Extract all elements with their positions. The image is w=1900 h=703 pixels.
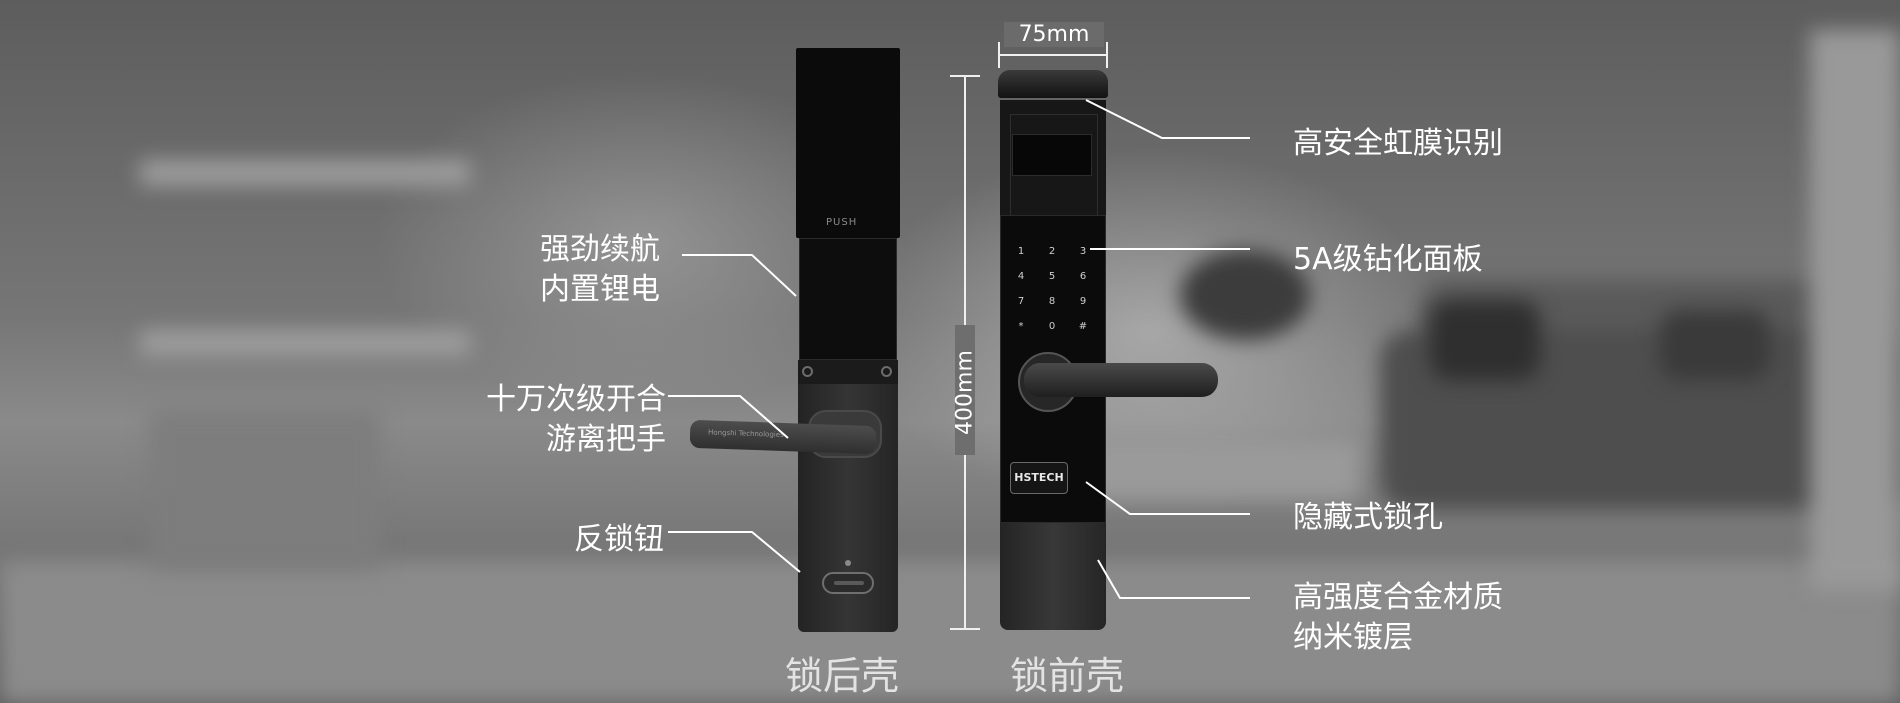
callout-line: 隐藏式锁孔 (1293, 500, 1443, 535)
key-3: 3 (1079, 246, 1087, 257)
pillow (1430, 300, 1540, 380)
callout-iris: 高安全虹膜识别 (1293, 124, 1503, 164)
key-4: 4 (1017, 271, 1025, 282)
caption-back-shell: 锁后壳 (785, 654, 900, 698)
plant (1180, 250, 1310, 340)
iris-window (1012, 134, 1092, 176)
callout-line: 十万次级开合 (486, 382, 666, 417)
front-handle (1024, 363, 1218, 397)
key-star: * (1018, 321, 1024, 332)
deadbolt-knob (822, 572, 874, 594)
key-hash: # (1078, 321, 1088, 332)
callout-line: 反锁钮 (574, 522, 664, 557)
callout-panel: 5A级钻化面板 (1293, 240, 1483, 280)
push-label: PUSH (826, 217, 858, 228)
callout-line: 高安全虹膜识别 (1293, 126, 1503, 161)
cabinet (150, 410, 380, 570)
key-7: 7 (1017, 296, 1025, 307)
leader-handle (668, 395, 789, 439)
coffee-table (1060, 440, 1360, 500)
floor-lamp (1810, 30, 1900, 590)
leader-material (1097, 559, 1250, 599)
iris-sensor-cap (998, 70, 1108, 98)
pillow (1660, 310, 1770, 380)
floor (0, 560, 1900, 703)
wall-shelf (140, 160, 470, 186)
wall-shelf-lower (140, 330, 470, 356)
key-8: 8 (1048, 296, 1056, 307)
key-1: 1 (1017, 246, 1025, 257)
leader-iris (1085, 99, 1250, 139)
battery-compartment (799, 238, 897, 360)
screw-icon (881, 366, 892, 377)
width-dimension-tick (1106, 42, 1108, 68)
callout-knob: 反锁钮 (574, 520, 664, 560)
key-5: 5 (1048, 271, 1056, 282)
back-lock-top-cover: PUSH (796, 48, 900, 238)
brand-logo-keyhole-cover: HSTECH (1010, 462, 1068, 494)
leader-keyhole (1085, 481, 1250, 515)
screw-icon (802, 366, 813, 377)
key-0: 0 (1048, 321, 1056, 332)
callout-battery: 强劲续航 内置锂电 (540, 230, 660, 310)
front-lock-shell: 1 2 3 4 5 6 7 8 9 * 0 # HSTECH (998, 70, 1108, 630)
key-6: 6 (1079, 271, 1087, 282)
key-9: 9 (1079, 296, 1087, 307)
key-2: 2 (1048, 246, 1056, 257)
callout-line: 高强度合金材质 (1293, 580, 1503, 615)
callout-line: 内置锂电 (540, 272, 660, 307)
height-label-gap (955, 325, 975, 455)
indicator-dot (845, 560, 851, 566)
callout-material: 高强度合金材质 纳米镀层 (1293, 578, 1503, 658)
callout-line: 游离把手 (546, 422, 666, 457)
back-lock-strip (798, 360, 898, 384)
callout-handle: 十万次级开合 游离把手 (486, 380, 666, 460)
height-dimension-tick (950, 628, 980, 630)
width-dimension-label: 75mm (1004, 22, 1104, 47)
callout-keyhole: 隐藏式锁孔 (1293, 498, 1443, 538)
callout-line: 强劲续航 (540, 232, 660, 267)
leader-knob (668, 531, 801, 573)
height-dimension-tick (950, 75, 980, 77)
leader-battery (682, 254, 797, 297)
width-dimension-tick (998, 42, 1000, 68)
callout-line: 5A级钻化面板 (1293, 242, 1483, 277)
width-dimension-line (998, 54, 1108, 56)
callout-line: 纳米镀层 (1293, 620, 1413, 655)
caption-front-shell: 锁前壳 (1010, 654, 1125, 698)
